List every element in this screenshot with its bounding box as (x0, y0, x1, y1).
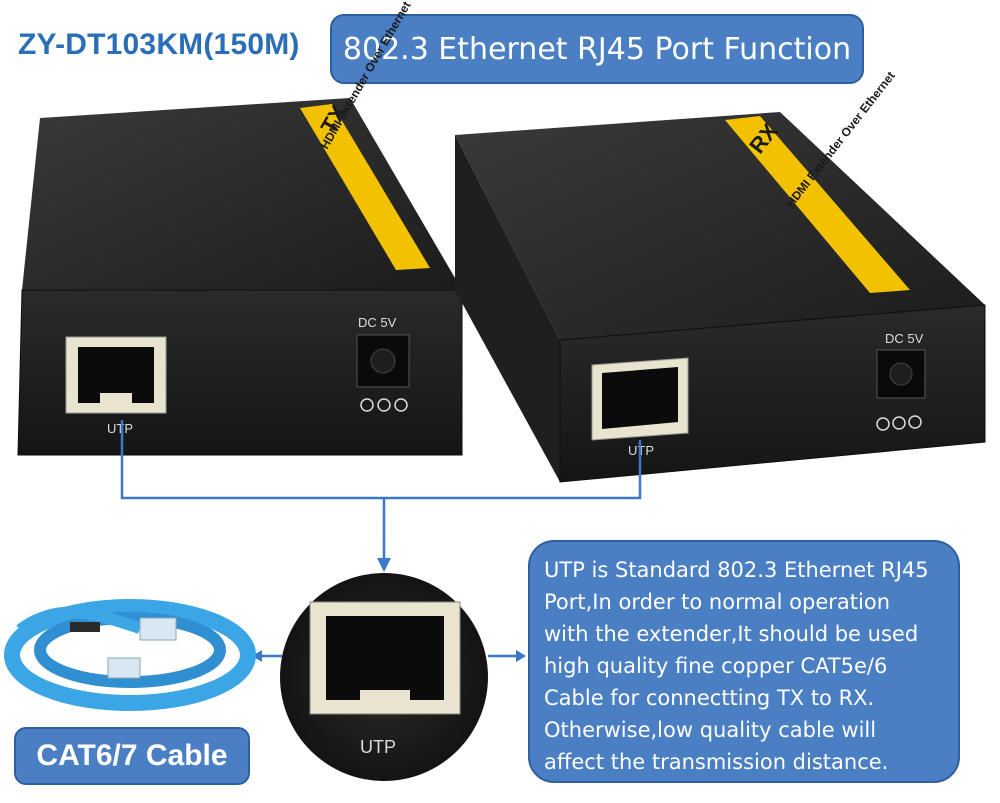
tx-rj45-latch (100, 393, 132, 403)
info-line: high quality fine copper CAT5e/6 (544, 654, 888, 678)
rx-top-face (455, 112, 985, 340)
tx-rx-link-line (120, 420, 642, 500)
page-title: 802.3 Ethernet RJ45 Port Function (330, 14, 864, 84)
tx-front-face (17, 289, 463, 456)
rj45-plug-icon (139, 617, 177, 641)
zoom-rj45-socket (326, 616, 444, 700)
info-line: UTP is Standard 802.3 Ethernet RJ45 (544, 558, 929, 582)
rj45-plug-icon-2 (107, 657, 141, 679)
rx-unit: HDMI Extender Over Ethernet RX UTP DC 5V (455, 69, 986, 483)
cable-lead (16, 606, 142, 635)
tx-unit: HDMI Extender Over Ethernet TX UTP DC 5V (17, 0, 463, 456)
info-line: Otherwise,low quality cable will (544, 718, 877, 742)
left-arrow-icon (252, 650, 262, 662)
info-box: UTP is Standard 802.3 Ethernet RJ45 Port… (528, 540, 960, 783)
rx-polarity-icon (876, 415, 922, 431)
tx-port-label: UTP (107, 421, 133, 436)
rx-dc-jack-hole (889, 362, 913, 386)
zoomed-port: UTP (280, 573, 488, 781)
zoom-rj45-latch (360, 690, 410, 702)
tx-stripe (300, 104, 430, 270)
info-line: with the extender,It should be used (544, 622, 919, 646)
tx-polarity-icon (360, 398, 408, 412)
down-arrow-icon (377, 558, 391, 572)
rx-stripe (725, 116, 910, 293)
rx-power-label: DC 5V (885, 331, 924, 346)
cable-label: CAT6/7 Cable (14, 727, 250, 785)
right-arrow-icon (516, 650, 526, 662)
cable-coil-outer (4, 599, 256, 711)
zoom-port-label: UTP (360, 737, 396, 757)
rx-rj45-socket (602, 367, 678, 429)
info-line: affect the transmission distance. (544, 750, 889, 774)
cat-cable-image (4, 599, 256, 711)
cable-strap (70, 622, 100, 632)
tx-dc-jack (356, 334, 410, 388)
rx-side-face (455, 135, 560, 482)
cable-coil-inner (34, 612, 226, 688)
tx-dc-jack-hole (370, 348, 396, 374)
info-line: Port,In order to normal operation (544, 590, 890, 614)
rx-front-face (559, 304, 986, 483)
info-line: Cable for connectting TX to RX. (544, 686, 875, 710)
tx-power-label: DC 5V (358, 315, 397, 330)
model-title: ZY-DT103KM(150M) (18, 28, 300, 61)
connection-lines (120, 420, 642, 662)
